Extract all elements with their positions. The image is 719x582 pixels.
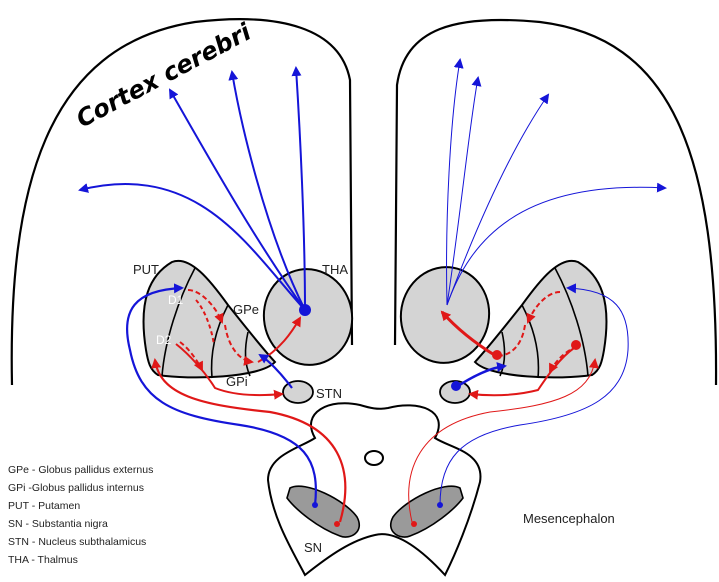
d2-label: D2: [156, 333, 172, 347]
right-gpi-node: [492, 350, 502, 360]
legend-item: THA - Thalmus: [8, 554, 78, 566]
legend: GPe - Globus pallidus externus GPi -Glob…: [8, 464, 153, 566]
sn-label: SN: [304, 540, 322, 555]
thalamus-left: [256, 262, 359, 372]
tha-label: THA: [322, 262, 348, 277]
stn-right-node: [451, 381, 461, 391]
legend-item: STN - Nucleus subthalamicus: [8, 536, 146, 548]
legend-item: GPe - Globus pallidus externus: [8, 464, 153, 476]
gpi-label: GPi: [226, 374, 248, 389]
legend-item: GPi -Globus pallidus internus: [8, 482, 144, 494]
thalamus-left-node: [299, 304, 311, 316]
legend-item: SN - Substantia nigra: [8, 518, 108, 530]
right-gpe-node: [571, 340, 581, 350]
cortex-label: Cortex cerebri: [72, 17, 257, 133]
gpe-label: GPe: [233, 302, 259, 317]
stn-label: STN: [316, 386, 342, 401]
mesencephalon-label: Mesencephalon: [523, 511, 615, 526]
legend-item: PUT - Putamen: [8, 500, 80, 512]
d1-label: D1: [168, 293, 184, 307]
aqueduct: [365, 451, 383, 465]
put-label: PUT: [133, 262, 159, 277]
stn-left: [283, 381, 313, 403]
